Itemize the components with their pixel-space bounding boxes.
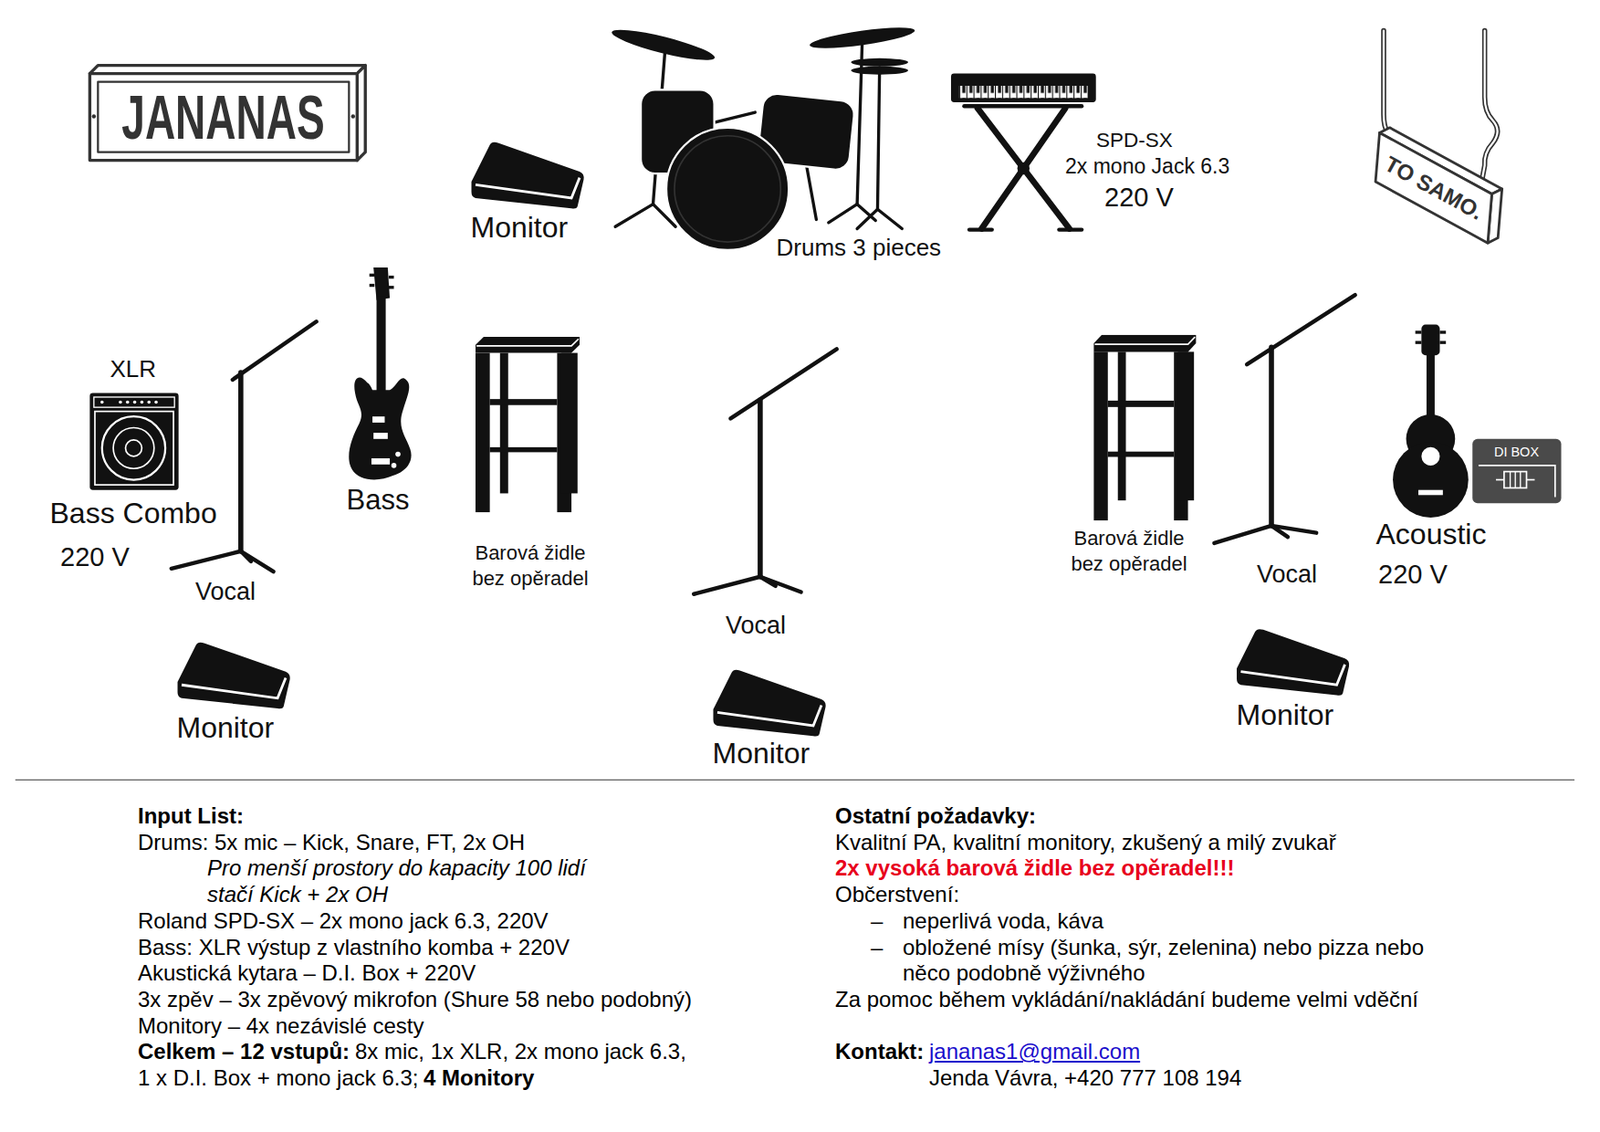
bullet-text: neperlivá voda, káva bbox=[902, 908, 1104, 935]
monitor-wedge bbox=[471, 142, 585, 210]
power-label: 220 V bbox=[60, 542, 130, 573]
acoustic-guitar bbox=[1392, 324, 1469, 518]
requirement-line: Za pomoc během vykládání/nakládání budem… bbox=[835, 986, 1419, 1014]
input-line: Drums: 5x mic – Kick, Snare, FT, 2x OH bbox=[137, 829, 525, 857]
mic-stand bbox=[693, 348, 837, 594]
monitor-wedge bbox=[1236, 628, 1350, 696]
connector-label: XLR bbox=[110, 355, 157, 384]
drum-kit bbox=[609, 23, 916, 251]
connector-label: 2x mono Jack 6.3 bbox=[1065, 154, 1230, 178]
contact-heading: Kontakt: bbox=[835, 1038, 924, 1066]
input-line: Bass: XLR výstup z vlastního komba + 220… bbox=[137, 934, 570, 962]
contact-line: Jenda Vávra, +420 777 108 194 bbox=[929, 1065, 1242, 1092]
bullet-text: obložené mísy (šunka, sýr, zelenina) neb… bbox=[902, 934, 1451, 987]
bullet-dash: – bbox=[870, 908, 883, 935]
di-box: DI BOX bbox=[1472, 439, 1561, 465]
separator-line bbox=[15, 779, 1575, 781]
di-box-outline bbox=[1472, 439, 1561, 503]
mic-stand bbox=[171, 321, 317, 572]
keyboard-stand bbox=[951, 73, 1097, 231]
drums-label: Drums 3 pieces bbox=[776, 234, 942, 262]
requirement-warning: 2x vysoká barová židle bez opěradel!!! bbox=[835, 855, 1235, 882]
requirement-line: Kvalitní PA, kvalitní monitory, zkušený … bbox=[835, 829, 1337, 857]
input-line: 3x zpěv – 3x zpěvový mikrofon (Shure 58 … bbox=[137, 986, 692, 1014]
total-line: 1 x D.I. Box + mono jack 6.3; bbox=[137, 1065, 419, 1092]
monitor-wedge bbox=[712, 669, 826, 737]
contact-email: jananas1@gmail.com bbox=[929, 1038, 1140, 1066]
stool-label: Barová židle bez opěradel bbox=[1060, 525, 1198, 577]
monitor-label: Monitor bbox=[712, 736, 811, 771]
total-monitors: 4 Monitory bbox=[423, 1065, 534, 1092]
total-line: 8x mic, 1x XLR, 2x mono jack 6.3, bbox=[355, 1038, 687, 1066]
bar-stool bbox=[475, 336, 580, 513]
node-text: DI BOX bbox=[1494, 445, 1539, 460]
section-heading: Input List: bbox=[137, 803, 244, 830]
stool-label: Barová židle bez opěradel bbox=[461, 540, 599, 592]
section-heading: Ostatní požadavky: bbox=[835, 803, 1036, 830]
monitor-wedge bbox=[177, 642, 291, 710]
input-line: Monitory – 4x nezávislé cesty bbox=[137, 1013, 424, 1040]
bar-stool bbox=[1093, 334, 1196, 521]
mic-stand bbox=[1213, 294, 1355, 544]
band-sign-outline bbox=[89, 65, 366, 161]
total-heading: Celkem – 12 vstupů: bbox=[137, 1038, 350, 1066]
monitor-label: Monitor bbox=[1236, 698, 1335, 733]
power-label: 220 V bbox=[1104, 182, 1174, 213]
bass-guitar bbox=[348, 267, 411, 480]
monitor-label: Monitor bbox=[470, 210, 569, 245]
band-sign: JANANAS bbox=[97, 82, 349, 152]
bass-combo-amp bbox=[89, 393, 178, 491]
input-line: Akustická kytara – D.I. Box + 220V bbox=[137, 960, 476, 987]
bullet-dash: – bbox=[870, 934, 883, 962]
vocal-label: Vocal bbox=[195, 577, 256, 607]
instrument-label: Bass bbox=[346, 483, 410, 517]
device-label: SPD-SX bbox=[1096, 128, 1173, 153]
power-label: 220 V bbox=[1378, 559, 1448, 590]
instrument-label: Bass Combo bbox=[50, 496, 218, 531]
vocal-label: Vocal bbox=[1256, 560, 1318, 589]
input-note: Pro menší prostory do kapacity 100 lidí … bbox=[207, 855, 609, 908]
instrument-label: Acoustic bbox=[1376, 517, 1487, 552]
vocal-label: Vocal bbox=[725, 611, 786, 640]
requirement-line: Občerstvení: bbox=[835, 881, 960, 909]
node-text: JANANAS bbox=[121, 85, 325, 149]
monitor-label: Monitor bbox=[177, 711, 275, 745]
hanging-sign-outline bbox=[1375, 31, 1503, 244]
input-line: Roland SPD-SX – 2x mono jack 6.3, 220V bbox=[137, 908, 549, 935]
